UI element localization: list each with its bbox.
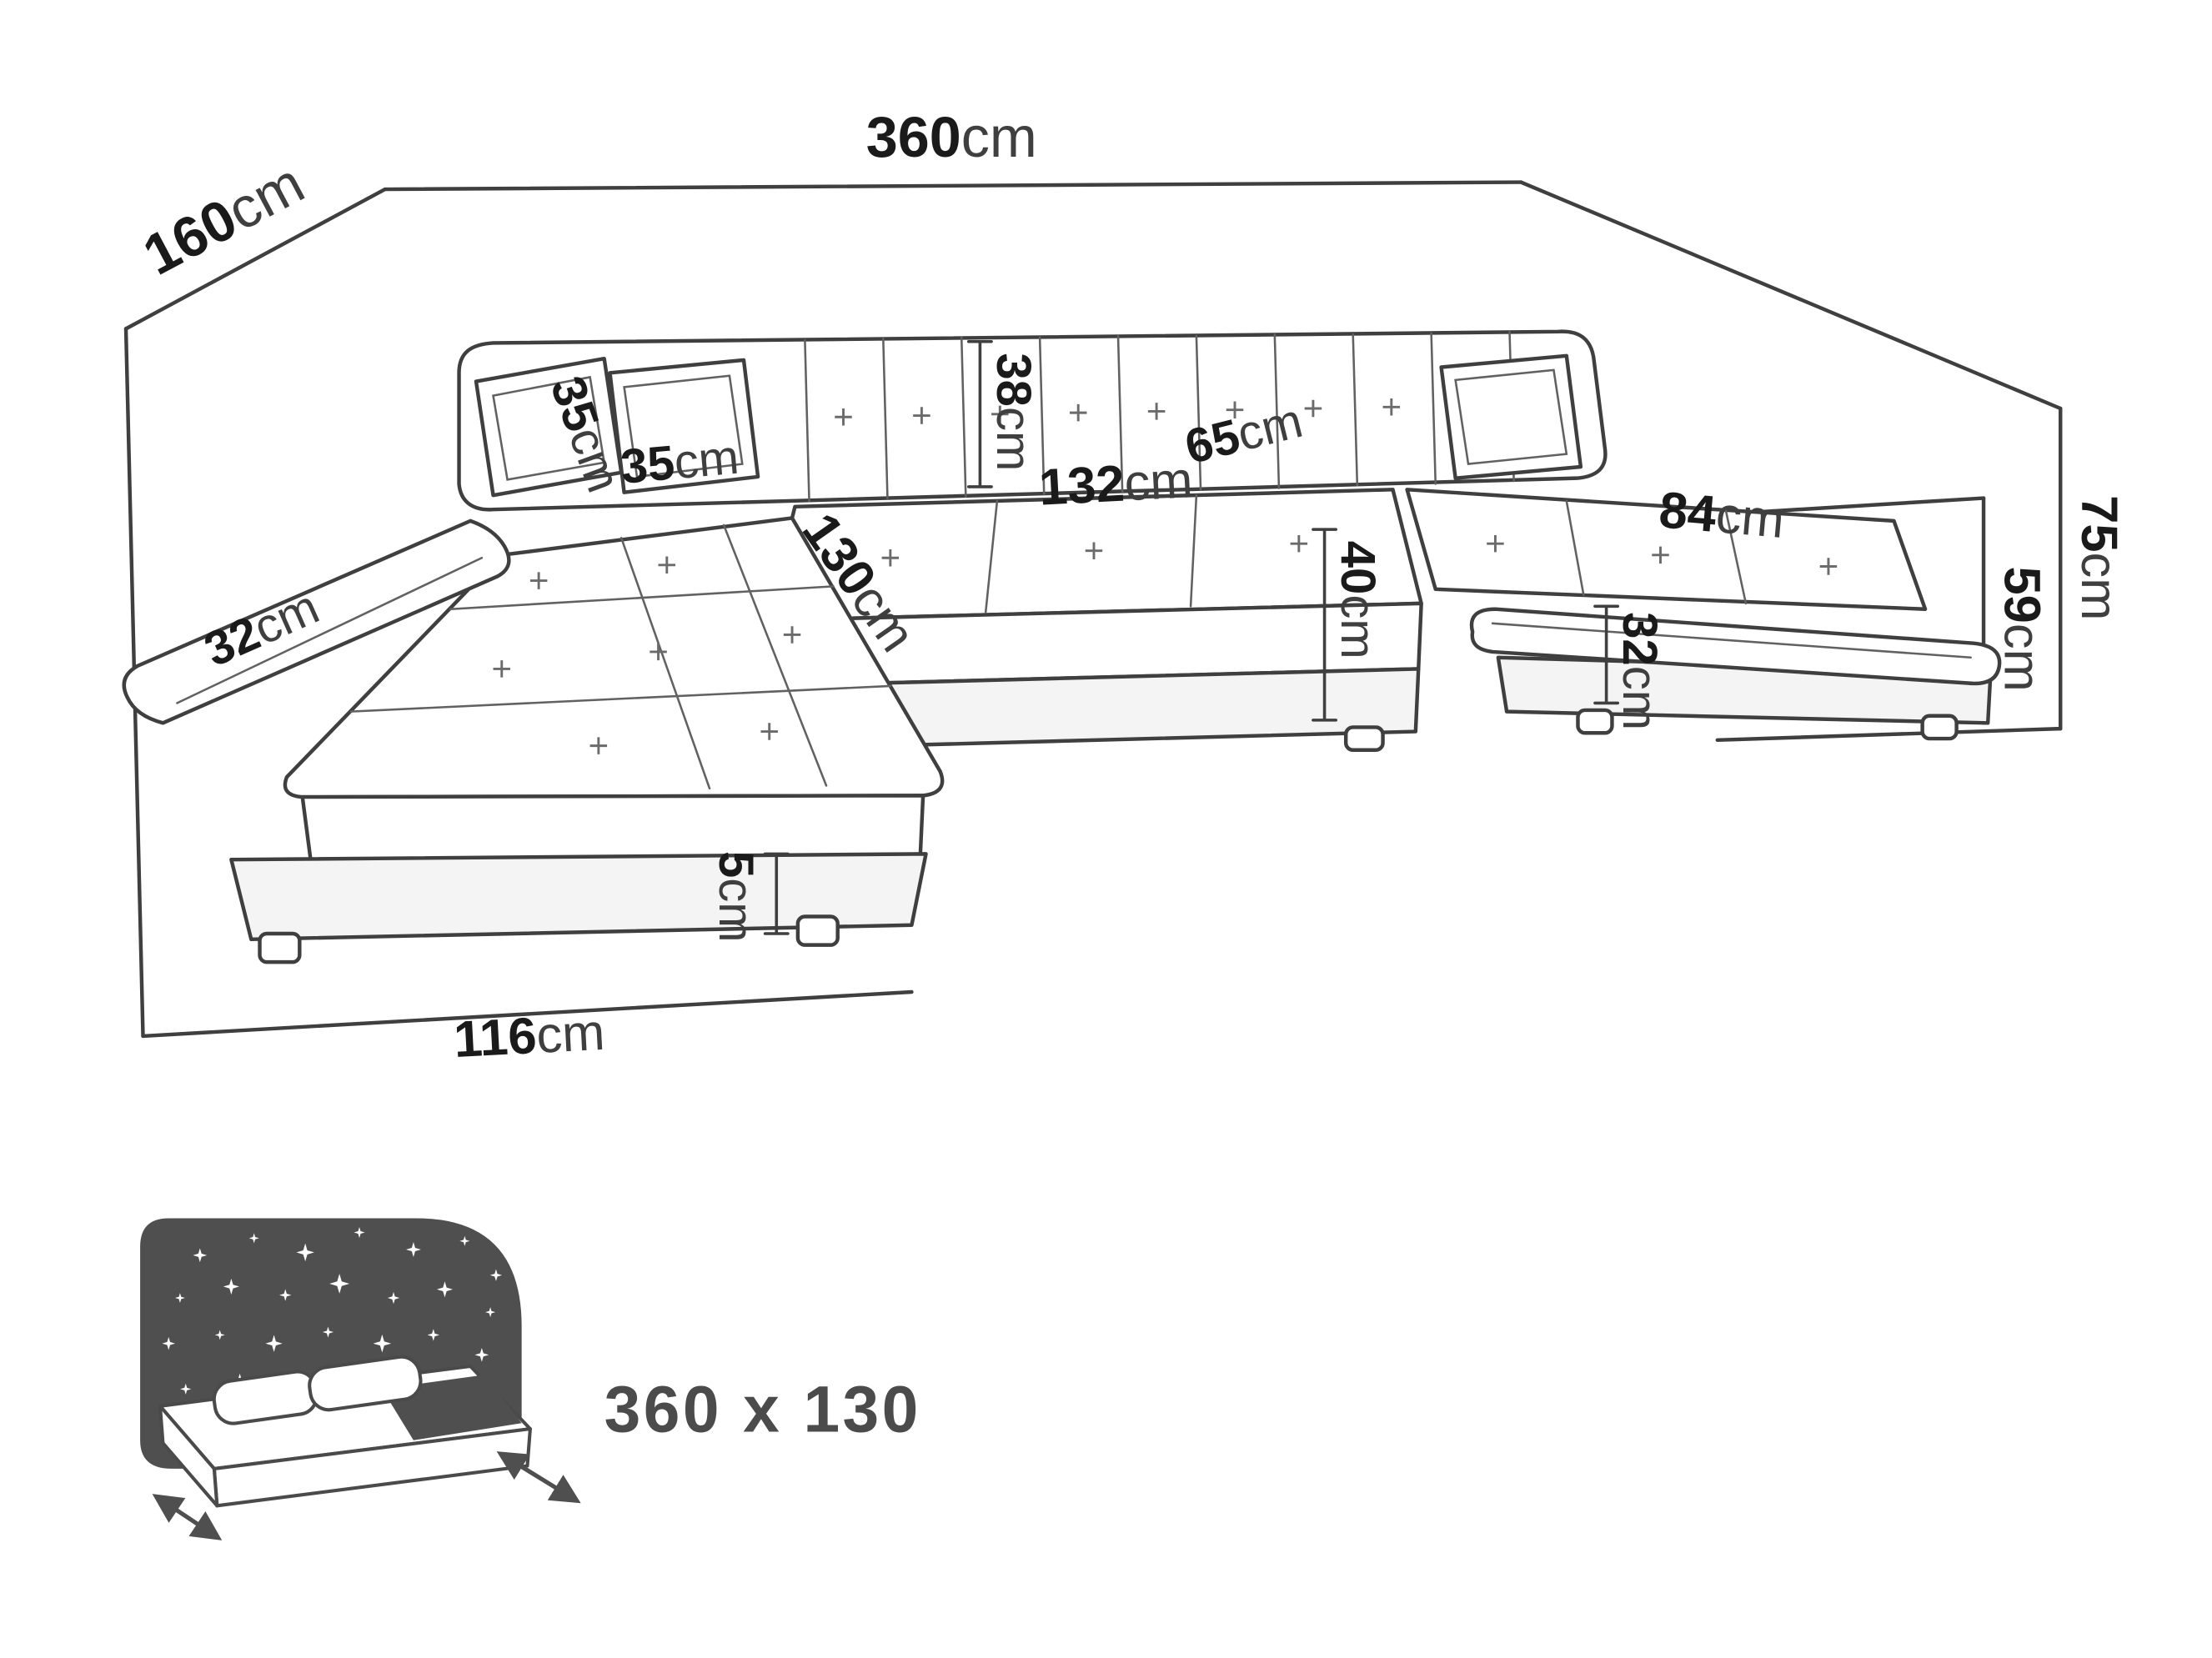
dim-backrest-height-label: 38cm <box>986 353 1041 471</box>
left-leg <box>258 931 302 964</box>
bed-icon <box>152 1355 581 1540</box>
middle-leg <box>1343 725 1385 752</box>
dim-total-depth-label: 160cm <box>133 151 314 287</box>
pillow-right <box>1439 353 1583 480</box>
length-arrow-icon <box>496 1451 581 1504</box>
right-leg <box>1920 714 1959 741</box>
dim-seat-height-label: 40cm <box>1331 541 1385 659</box>
left-seat-front <box>300 794 925 864</box>
dim-pillow-front-left-label: 35cm <box>619 430 741 494</box>
left-chaise <box>122 516 945 964</box>
dim-middle-seat-width-label: 132cm <box>1037 451 1194 517</box>
dim-total-width-label: 360cm <box>866 106 1037 169</box>
dim-right-seat-length-label: 84cm <box>1657 481 1787 549</box>
left-base <box>229 852 928 942</box>
width-arrow-icon <box>152 1494 223 1540</box>
left-leg <box>795 914 840 947</box>
right-leg <box>1576 708 1614 735</box>
dim-leg-height-label: 5cm <box>709 851 763 943</box>
sleeping-size-label: 360 x 130 <box>604 1373 921 1446</box>
dim-total-height-label: 75cm <box>2070 495 2128 620</box>
left-armrest <box>122 518 511 725</box>
dim-armrest-height-label: 59cm <box>1994 567 2051 692</box>
backrest-seams <box>804 330 1515 503</box>
sleeping-function-icon: 360 x 130 <box>140 1218 921 1540</box>
sofa-drawing <box>122 329 2002 964</box>
right-chaise <box>1405 488 2002 741</box>
dim-left-section-depth-label: 116cm <box>453 1004 606 1069</box>
dim-armrest-width-right-label: 32cm <box>1613 612 1667 730</box>
pillow-front-left <box>608 358 760 494</box>
right-armrest <box>1469 607 2002 686</box>
dimension-lines <box>763 339 1620 935</box>
bed-pillow <box>308 1355 423 1412</box>
